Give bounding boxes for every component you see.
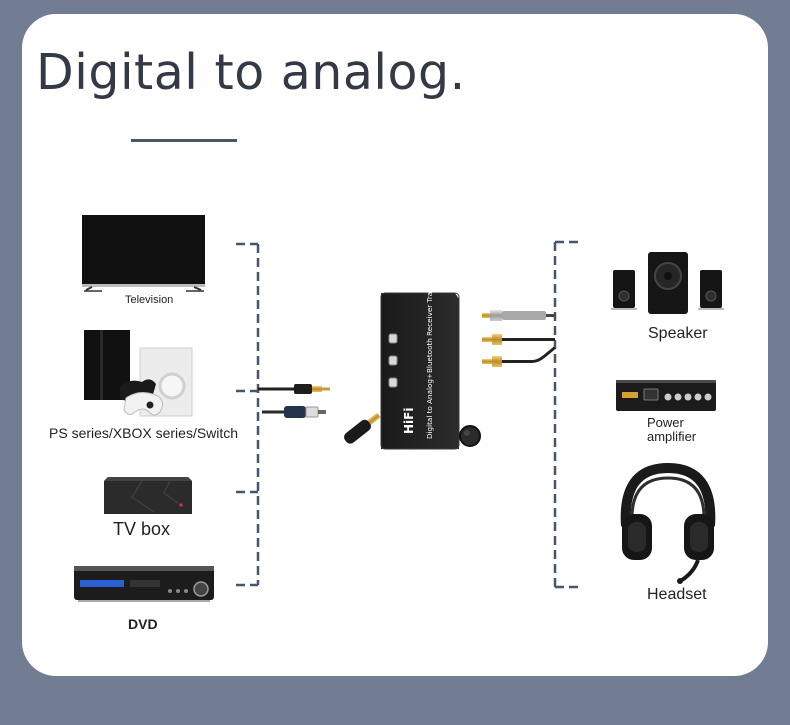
source-label-consoles: PS series/XBOX series/Switch — [49, 425, 239, 441]
dac-brand-label: HiFi — [402, 408, 416, 434]
input-cables — [258, 384, 330, 418]
left-bracket — [236, 242, 260, 587]
dac-device-icon: HiFi Digital to Analog+Bluetooth Receive… — [344, 261, 481, 450]
output-label-headset: Headset — [647, 586, 707, 603]
television-icon — [82, 215, 205, 292]
headset-icon — [620, 462, 716, 584]
source-label-television: Television — [125, 294, 174, 306]
output-label-power-amplifier: Power amplifier — [647, 415, 697, 445]
right-bracket — [553, 240, 579, 589]
game-consoles-icon — [84, 330, 193, 417]
output-label-speaker: Speaker — [648, 325, 708, 342]
content-card: Digital to analog. — [22, 14, 768, 676]
dac-side-label: Digital to Analog+Bluetooth Receiver Tra… — [425, 261, 434, 439]
output-cables — [482, 310, 556, 367]
title-underline — [131, 139, 237, 142]
dvd-player-icon — [74, 566, 214, 602]
page-title: Digital to analog. — [36, 44, 466, 101]
connection-diagram: HiFi Digital to Analog+Bluetooth Receive… — [74, 215, 724, 602]
power-amplifier-icon — [616, 380, 716, 411]
speaker-icon — [611, 252, 724, 314]
source-label-dvd: DVD — [128, 616, 158, 632]
source-label-tv-box: TV box — [113, 519, 171, 539]
tv-box-icon — [104, 477, 192, 514]
